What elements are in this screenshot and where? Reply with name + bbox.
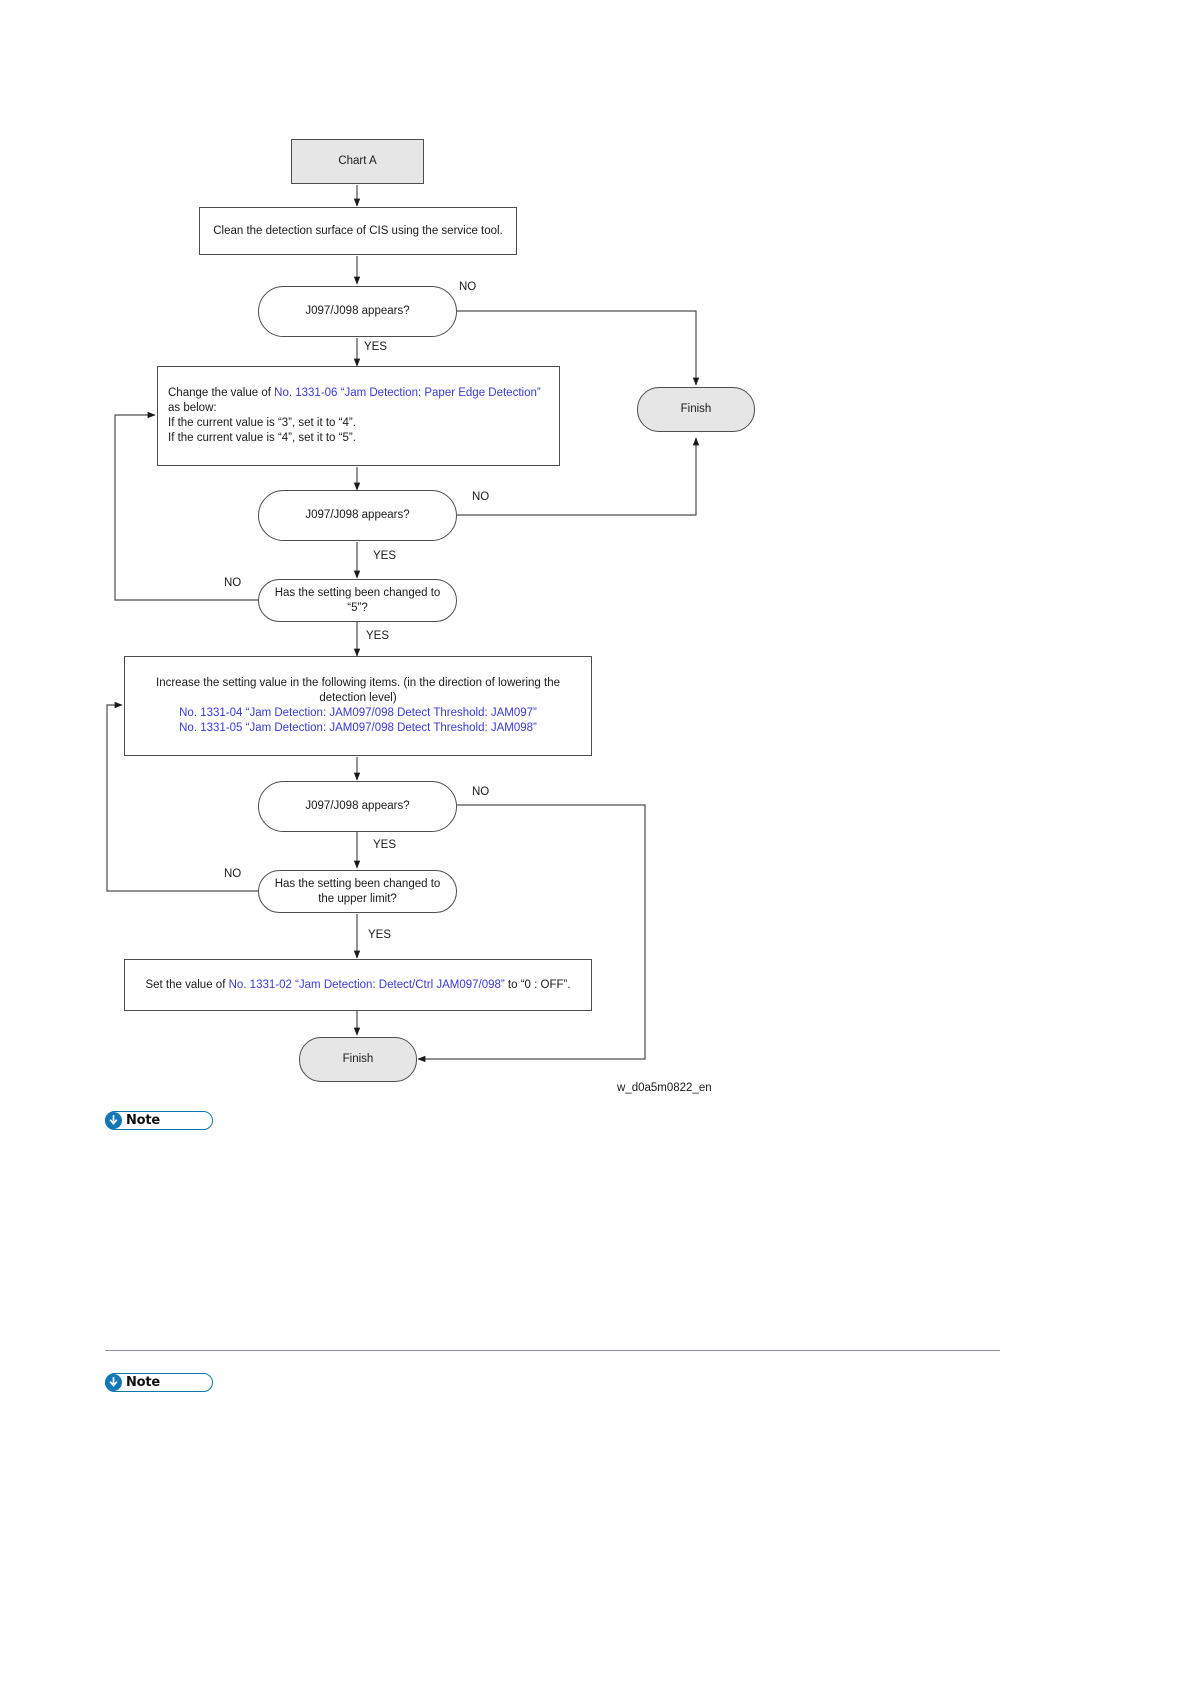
edge-label-yes-1: YES — [364, 341, 388, 353]
node-decision-j097-1: J097/J098 appears? — [258, 286, 457, 337]
flowchart-connectors — [106, 185, 700, 1063]
note-down-arrow-icon-2 — [105, 1374, 122, 1391]
node-start-chart-a: Chart A — [291, 139, 424, 184]
node-increase-line1: Increase the setting value in the follow… — [156, 677, 560, 704]
link-1331-02[interactable]: No. 1331-02 “Jam Detection: Detect/Ctrl … — [228, 978, 505, 991]
node-decision-setting-5-line1: Has the setting been changed to — [274, 586, 441, 599]
node-decision-setting-5: Has the setting been changed to “5”? — [258, 579, 457, 622]
node-finish-top-label: Finish — [680, 403, 712, 415]
node-start-label: Chart A — [338, 155, 377, 167]
node-set-value-off-text: Set the value of No. 1331-02 “Jam Detect… — [135, 978, 580, 993]
node-decision-setting-5-text: Has the setting been changed to “5”? — [275, 586, 441, 616]
edge-label-no-4: NO — [472, 786, 490, 798]
note-down-arrow-icon — [105, 1112, 122, 1129]
node-change-line1: Change the value of No. 1331-06 “Jam Det… — [168, 386, 549, 416]
note-badge-bottom-label: Note — [126, 1375, 161, 1390]
link-1331-06[interactable]: No. 1331-06 “Jam Detection: Paper Edge D… — [274, 387, 541, 399]
node-decision-j097-3: J097/J098 appears? — [258, 781, 457, 832]
node-increase-setting-text: Increase the setting value in the follow… — [125, 676, 591, 736]
node-finish-bottom: Finish — [299, 1037, 417, 1082]
node-decision-upper-limit: Has the setting been changed to the uppe… — [258, 870, 457, 913]
edge-label-no-2: NO — [472, 491, 490, 503]
edge-label-yes-5: YES — [368, 929, 392, 941]
node-finish-top: Finish — [637, 387, 755, 432]
node-clean-cis: Clean the detection surface of CIS using… — [199, 207, 517, 255]
node-decision-upper-limit-text: Has the setting been changed to the uppe… — [275, 877, 441, 907]
node-increase-setting: Increase the setting value in the follow… — [124, 656, 592, 756]
node-decision-j097-2-label: J097/J098 appears? — [305, 509, 410, 521]
node-change-line2: If the current value is “3”, set it to “… — [168, 417, 356, 429]
node-decision-j097-3-label: J097/J098 appears? — [305, 800, 410, 812]
edge-label-no-1: NO — [459, 281, 477, 293]
figure-caption: w_d0a5m0822_en — [617, 1082, 712, 1094]
node-change-value-text: Change the value of No. 1331-06 “Jam Det… — [158, 386, 559, 446]
node-change-line1-pre: Change the value of — [168, 387, 275, 399]
note-badge-top: Note — [105, 1111, 213, 1130]
node-change-value: Change the value of No. 1331-06 “Jam Det… — [157, 366, 560, 466]
edge-label-yes-2: YES — [373, 550, 397, 562]
node-change-line3: If the current value is “4”, set it to “… — [168, 432, 356, 444]
link-1331-05[interactable]: No. 1331-05 “Jam Detection: JAM097/098 D… — [179, 722, 537, 734]
node-clean-label: Clean the detection surface of CIS using… — [213, 224, 503, 237]
flowchart: Chart A Clean the detection surface of C… — [106, 139, 755, 1094]
note-badge-top-label: Note — [126, 1113, 161, 1128]
node-setoff-post: to “0 : OFF”. — [504, 978, 571, 991]
edge-label-no-5: NO — [224, 868, 242, 880]
edge-label-yes-3: YES — [366, 630, 390, 642]
node-decision-setting-5-line2: “5”? — [347, 601, 368, 614]
node-decision-j097-1-label: J097/J098 appears? — [305, 305, 410, 317]
node-change-line1-post: as below: — [168, 402, 217, 414]
link-1331-04[interactable]: No. 1331-04 “Jam Detection: JAM097/098 D… — [179, 707, 537, 719]
edge-label-no-3: NO — [224, 577, 242, 589]
section-divider — [105, 1350, 1000, 1351]
node-decision-j097-2: J097/J098 appears? — [258, 490, 457, 541]
note-badge-bottom: Note — [105, 1373, 213, 1392]
node-setoff-pre: Set the value of — [145, 978, 229, 991]
node-set-value-off: Set the value of No. 1331-02 “Jam Detect… — [124, 959, 592, 1011]
node-decision-upper-limit-line2: the upper limit? — [318, 892, 397, 905]
node-decision-upper-limit-line1: Has the setting been changed to — [274, 877, 441, 890]
edge-label-yes-4: YES — [373, 839, 397, 851]
node-finish-bottom-label: Finish — [342, 1053, 374, 1065]
